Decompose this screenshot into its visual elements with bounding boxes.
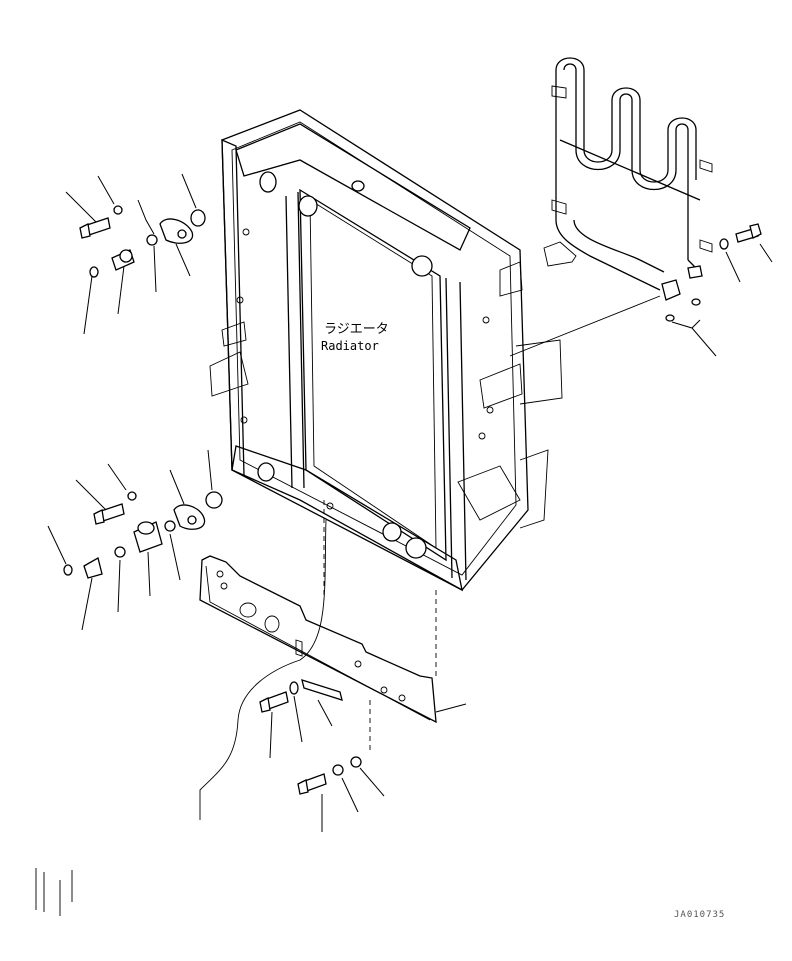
guard-bolt-set (259, 679, 385, 832)
radiator-label-en: Radiator (321, 339, 379, 353)
radiator-label-jp: ラジエータ (324, 322, 389, 337)
coil-bolt-set (665, 223, 773, 357)
lower-fitting-set (47, 449, 223, 631)
radiator-assembly (209, 109, 563, 750)
reference-code: JA010735 (674, 910, 725, 920)
heater-coil (551, 57, 713, 301)
guard-plate (199, 519, 467, 820)
upper-fitting-set (65, 173, 206, 335)
